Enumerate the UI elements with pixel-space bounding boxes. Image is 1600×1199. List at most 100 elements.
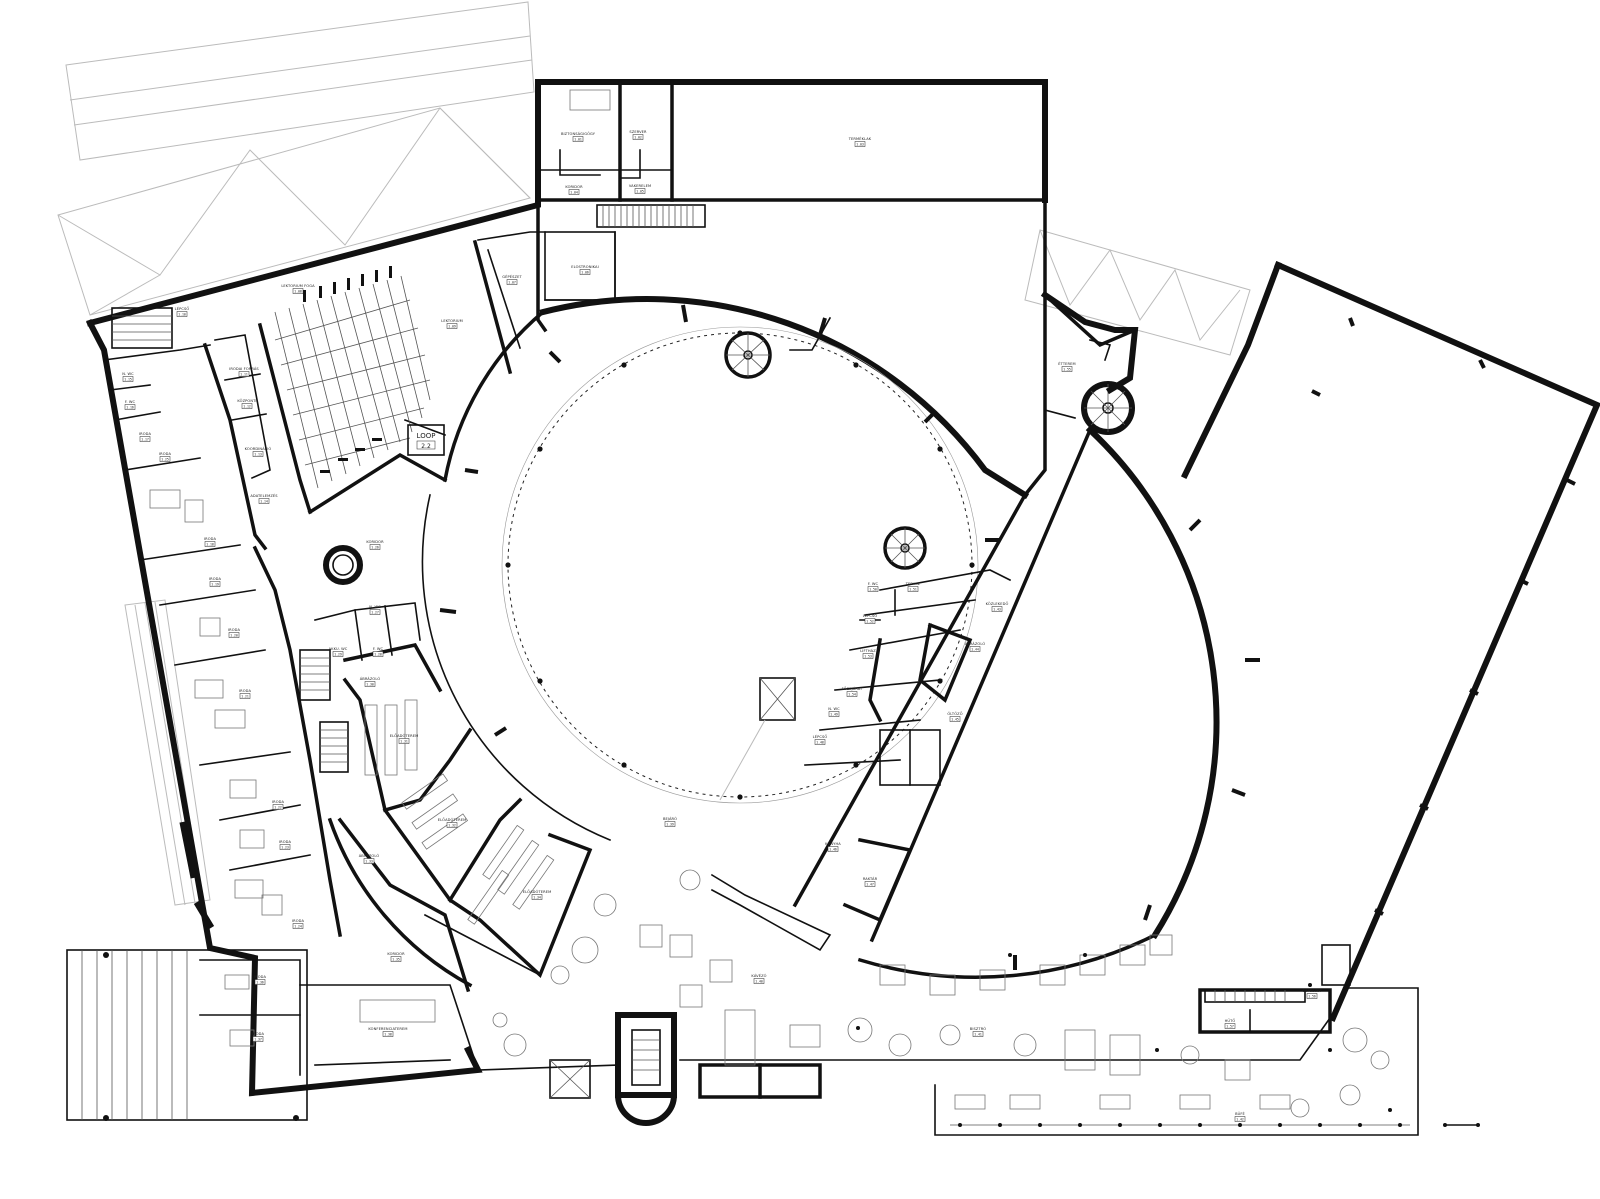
room-label: BIZTONSÁGIGÖGY xyxy=(561,131,596,136)
room-number-box xyxy=(634,188,646,194)
room-number: 1.49 xyxy=(830,712,838,716)
room-number-box xyxy=(972,1031,984,1037)
outer-walls xyxy=(85,79,1600,1097)
room-number-box xyxy=(531,894,543,900)
room-number-box xyxy=(292,288,304,294)
room-tag: F. WC1.50 xyxy=(867,582,879,592)
room-number-box xyxy=(568,189,580,195)
room-number: 1.12 xyxy=(243,404,251,408)
room-number: 1.57 xyxy=(1226,1024,1234,1028)
room-label: N. WC xyxy=(369,605,381,609)
room-number: 1.52 xyxy=(866,619,874,623)
room-number-box xyxy=(258,498,270,504)
room-number: 1.18 xyxy=(206,542,214,546)
room-tag: F. WC1.28 xyxy=(372,647,384,657)
room-number: 1.29 xyxy=(334,652,342,656)
room-label: KONYHA xyxy=(825,842,841,846)
block-columns xyxy=(1311,317,1576,916)
room-number-box xyxy=(252,451,264,457)
room-number: 1.08 xyxy=(294,289,302,293)
room-number-box xyxy=(369,544,381,550)
room-number-box xyxy=(969,646,981,652)
room-number-box xyxy=(846,691,858,697)
room-number: 1.01 xyxy=(574,137,582,141)
room-number-box xyxy=(579,269,591,275)
room-number-box xyxy=(382,1031,394,1037)
room-tag: AKKU. WC1.29 xyxy=(329,647,348,657)
room-number-box xyxy=(867,586,879,592)
room-label: IRODA xyxy=(252,1032,264,1036)
room-number: 1.05 xyxy=(636,189,644,193)
room-number-box xyxy=(272,804,284,810)
room-number-box xyxy=(949,716,961,722)
room-number-box xyxy=(228,632,240,638)
room-number-box xyxy=(632,134,644,140)
room-number: 1.33 xyxy=(365,859,373,863)
room-number: 1.42 xyxy=(1236,1117,1244,1121)
room-number: 1.10 xyxy=(178,312,186,316)
room-label: BISZTRÓ xyxy=(970,1026,987,1031)
room-label: SZERVER xyxy=(629,130,647,134)
room-number-box xyxy=(254,979,266,985)
room-label: GÉPÉSZET xyxy=(1302,988,1322,993)
context-canopies xyxy=(57,1,1419,1136)
room-label: KÁVÉZÓ xyxy=(751,973,766,978)
room-number: 1.48 xyxy=(816,740,824,744)
room-label: KORIDOR xyxy=(366,540,384,544)
room-label: IRODAI FORRÁS xyxy=(229,366,259,371)
room-number-box xyxy=(862,653,874,659)
spiral-stair-junction xyxy=(1081,381,1135,435)
room-label: IRODA xyxy=(228,628,240,632)
room-label: ELŐADÓTEREM xyxy=(523,889,552,894)
room-label: LEKTORIUM FOGA xyxy=(281,284,315,288)
room-label: ELŐADÓTEREM xyxy=(390,733,419,738)
room-number-box xyxy=(1224,1023,1236,1029)
room-label: ÖLTÖZŐ xyxy=(947,711,962,716)
room-number: 1.46 xyxy=(829,847,837,851)
room-number-box xyxy=(753,978,765,984)
cafe-tables xyxy=(492,869,1390,1118)
room-number: 1.35 xyxy=(392,957,400,961)
loop-number: 2.2 xyxy=(421,443,431,450)
room-number: 1.07 xyxy=(508,280,516,284)
room-label: VAKERELEM xyxy=(629,184,651,188)
room-number-box xyxy=(363,858,375,864)
room-label: IRODA xyxy=(209,577,221,581)
room-number: 1.36 xyxy=(256,980,264,984)
room-number-box xyxy=(907,586,919,592)
room-tag: N. WC1.49 xyxy=(828,707,840,717)
room-number-box xyxy=(446,822,458,828)
room-label: IRODA xyxy=(279,840,291,844)
room-number-box xyxy=(864,881,876,887)
room-number: 1.15 xyxy=(124,377,132,381)
room-label: IRODA xyxy=(272,800,284,804)
ring-columns xyxy=(505,330,975,800)
room-number: 1.45 xyxy=(951,717,959,721)
room-label: F. WC xyxy=(868,582,879,586)
spiral-stair-east xyxy=(883,526,927,570)
room-number-box xyxy=(372,651,384,657)
